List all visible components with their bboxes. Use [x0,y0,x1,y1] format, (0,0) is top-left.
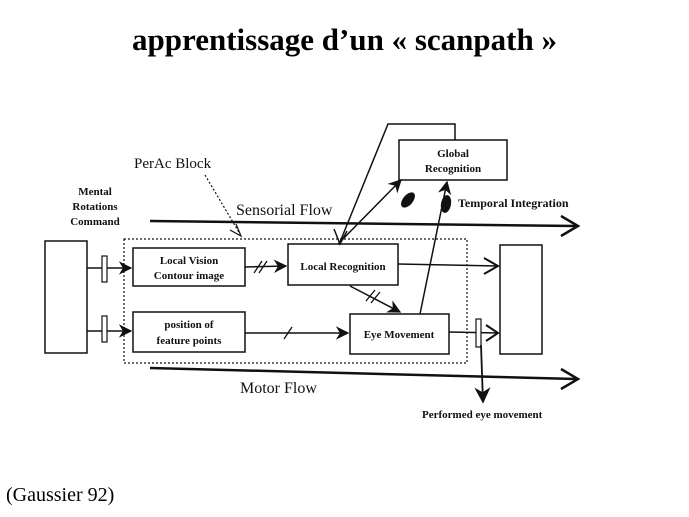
motor-flow-label: Motor Flow [240,380,317,397]
motor-flow-arrow [149,366,577,381]
feature-points-box [132,311,246,353]
citation: (Gaussier 92) [6,484,115,506]
mental-rotations-line-3: Command [70,216,120,228]
input-box [44,240,88,354]
feature-points-line-2: feature points [157,335,223,347]
perac-block-outline [123,238,468,364]
temporal-integration-label: Temporal Integration [458,196,569,210]
perac-block-label: PerAc Block [134,156,212,172]
eye-movement-label: Eye Movement [364,329,435,341]
local-vision-line-1: Local Vision [160,255,218,267]
local-vision-line-2: Contour image [154,270,224,282]
mental-rotations-line-1: Mental [78,186,112,198]
global-recognition-line-2: Recognition [425,163,481,175]
global-recognition-line-1: Global [437,148,469,160]
eye-movement-box [349,313,450,355]
output-box [499,244,543,355]
global-recognition-box [398,139,508,181]
mental-rotations-line-2: Rotations [72,201,118,213]
slide-title: apprentissage d’un « scanpath » [132,22,557,57]
feature-points-line-1: position of [164,319,214,331]
sensorial-flow-arrow [149,219,577,228]
local-recognition-label: Local Recognition [300,261,385,273]
performed-eye-movement-label: Performed eye movement [422,409,543,421]
sensorial-flow-label: Sensorial Flow [236,202,333,219]
local-recognition-box [287,243,399,286]
local-vision-box [132,247,246,287]
